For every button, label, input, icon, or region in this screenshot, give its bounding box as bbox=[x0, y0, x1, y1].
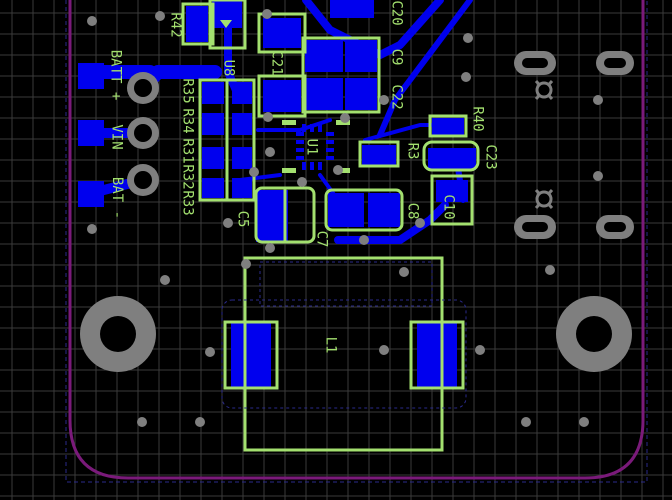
connector-pad-bat-minus[interactable] bbox=[127, 164, 159, 196]
u1-footprint[interactable] bbox=[296, 124, 334, 170]
silk-label-batt-plus: BATT + bbox=[107, 49, 124, 101]
silk-label-c23: C23 bbox=[482, 144, 499, 170]
silkscreen-outlines bbox=[181, 0, 480, 452]
silk-label-u1: U1 bbox=[303, 138, 320, 156]
silk-label-r35: R35 bbox=[179, 78, 196, 104]
silk-label-bat-minus: BAT - bbox=[109, 176, 126, 220]
silk-label-c21: C21 bbox=[268, 50, 285, 76]
silk-label-c20: C20 bbox=[388, 0, 405, 26]
board-edge-dashed bbox=[65, 0, 648, 483]
silk-label-r40: R40 bbox=[469, 106, 486, 132]
silk-label-r3: R3 bbox=[404, 142, 421, 160]
silk-label-r33: R33 bbox=[179, 190, 196, 216]
silk-label-r32: R32 bbox=[179, 164, 196, 190]
connector-pad-batt-plus[interactable] bbox=[127, 72, 159, 104]
silk-label-r42: R42 bbox=[167, 12, 184, 38]
silk-label-c8: C8 bbox=[404, 202, 421, 220]
silk-label-u8: U8 bbox=[220, 59, 237, 77]
silk-label-vin: VIN bbox=[108, 124, 125, 150]
board-outline bbox=[68, 0, 645, 480]
slot-pad-bottom-right[interactable] bbox=[596, 215, 634, 239]
silk-label-c5: C5 bbox=[234, 210, 251, 228]
silk-label-c9: C9 bbox=[388, 48, 405, 66]
silk-label-c10: C10 bbox=[440, 194, 457, 220]
silk-label-c22: C22 bbox=[388, 84, 405, 110]
alignment-pin-bottom[interactable] bbox=[534, 189, 554, 209]
slot-pad-top-right[interactable] bbox=[596, 51, 634, 75]
keepout-dashed bbox=[221, 261, 467, 409]
silk-label-r34: R34 bbox=[179, 108, 196, 134]
slot-pad-top-left[interactable] bbox=[514, 51, 556, 75]
slot-pad-bottom-left[interactable] bbox=[514, 215, 556, 239]
mounting-hole-left[interactable] bbox=[80, 296, 156, 372]
mounting-hole-right[interactable] bbox=[556, 296, 632, 372]
silk-label-c7: C7 bbox=[313, 230, 330, 248]
vias[interactable] bbox=[87, 9, 603, 427]
copper-pads[interactable] bbox=[78, 0, 476, 388]
alignment-pin-top[interactable] bbox=[534, 80, 554, 100]
silk-label-r31: R31 bbox=[179, 138, 196, 164]
u8-pin1-marker bbox=[220, 20, 232, 28]
connector-pad-vin[interactable] bbox=[127, 117, 159, 149]
silk-label-l1: L1 bbox=[322, 336, 339, 354]
